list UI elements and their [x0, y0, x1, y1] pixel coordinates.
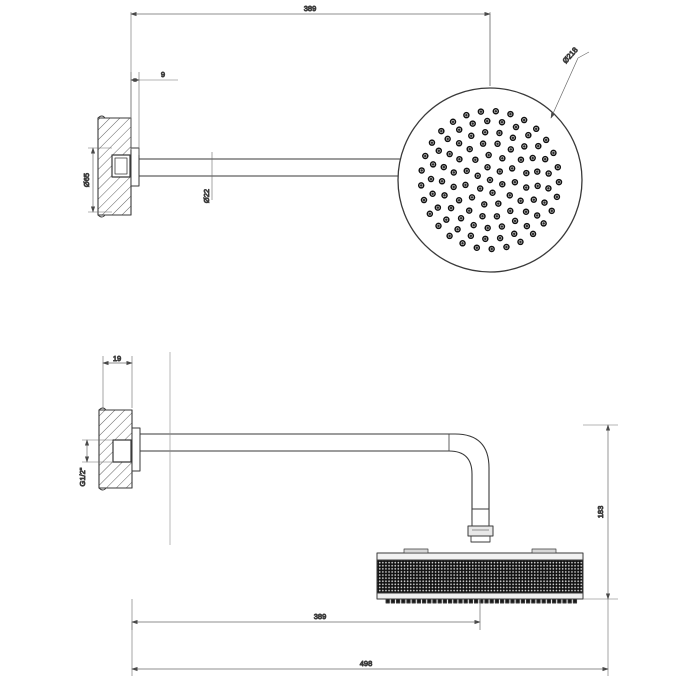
shower-arm-bottom: [139, 433, 490, 520]
top-view-dimensions: [88, 11, 590, 213]
plan-view-group: [97, 87, 583, 273]
bottom-view-dimensions: [82, 352, 618, 676]
dim-flange-diameter: Ø65: [82, 173, 91, 187]
dim-thread-size: G1/2": [78, 467, 87, 486]
dim-head-diameter: Ø218: [561, 45, 580, 65]
shower-head-face-top: [397, 87, 583, 273]
dim-wall-plate-thickness: 19: [113, 354, 121, 363]
dimension-labels: 389 9 Ø65 Ø22 Ø218 19 G1/2" 183 389 498: [78, 4, 606, 669]
wall-flange-top: [111, 147, 140, 187]
dim-bottom-overall-length: 498: [360, 659, 373, 668]
swivel-joint: [467, 508, 494, 543]
nozzle-holes: [417, 107, 563, 253]
dim-flange-thickness: 9: [161, 70, 165, 79]
nozzle-tips: [385, 598, 578, 604]
dim-bottom-arm-length: 389: [314, 612, 327, 621]
side-elevation-group: [98, 407, 584, 604]
wall-flange-bottom: [112, 427, 141, 472]
dim-arm-diameter: Ø22: [202, 189, 211, 203]
shower-arm-top: [138, 158, 408, 177]
dim-top-overall-length: 389: [304, 4, 317, 13]
dim-drop-height: 183: [596, 506, 605, 519]
shower-head-body-bottom: [376, 548, 584, 604]
